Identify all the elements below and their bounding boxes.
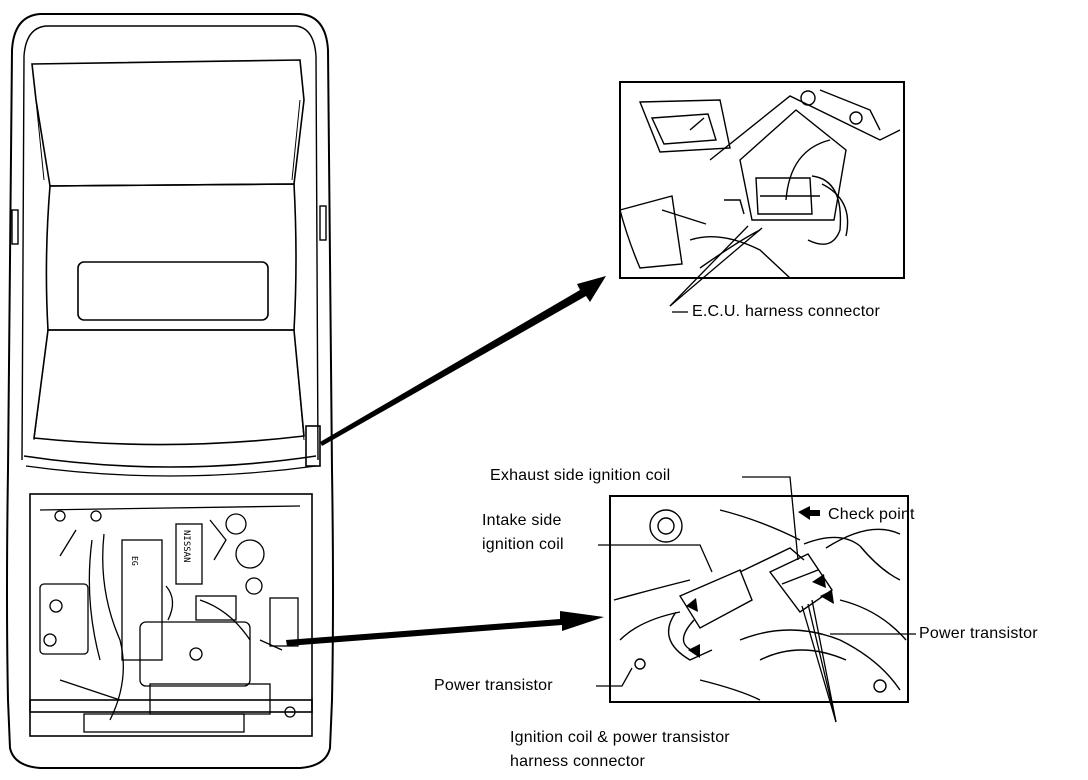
check-point-arrow-icon	[686, 506, 834, 658]
engine-badge: EG	[130, 556, 139, 566]
leader-lines	[596, 476, 916, 687]
sunroof	[77, 261, 269, 321]
rear-window	[31, 59, 305, 187]
engine-bay	[29, 493, 313, 713]
power-transistor-left-label: Power transistor	[434, 677, 553, 694]
check-point-label: Check point	[828, 506, 915, 523]
ignition-coil-inset	[609, 495, 909, 723]
intake-coil-label-line2: ignition coil	[482, 536, 564, 553]
ecu-harness-connector-label: E.C.U. harness connector	[692, 303, 880, 320]
harness-connector-label-line1: Ignition coil & power transistor	[510, 729, 730, 746]
roof	[45, 183, 297, 331]
windshield	[33, 329, 305, 446]
power-transistor-right-label: Power transistor	[919, 625, 1038, 642]
left-mirror	[11, 209, 19, 245]
harness-connector-label-line2: harness connector	[510, 753, 646, 770]
callout-arrow-icon	[286, 611, 604, 646]
ecu-location-marker	[305, 425, 321, 467]
nissan-badge: NISSAN	[181, 530, 191, 563]
right-mirror	[319, 205, 327, 241]
car-top-view	[6, 13, 334, 769]
intake-coil-label-line1: Intake side	[482, 512, 562, 529]
exhaust-coil-label: Exhaust side ignition coil	[490, 467, 671, 484]
callout-arrow-icon	[320, 276, 606, 446]
ecu-inset	[619, 81, 905, 307]
